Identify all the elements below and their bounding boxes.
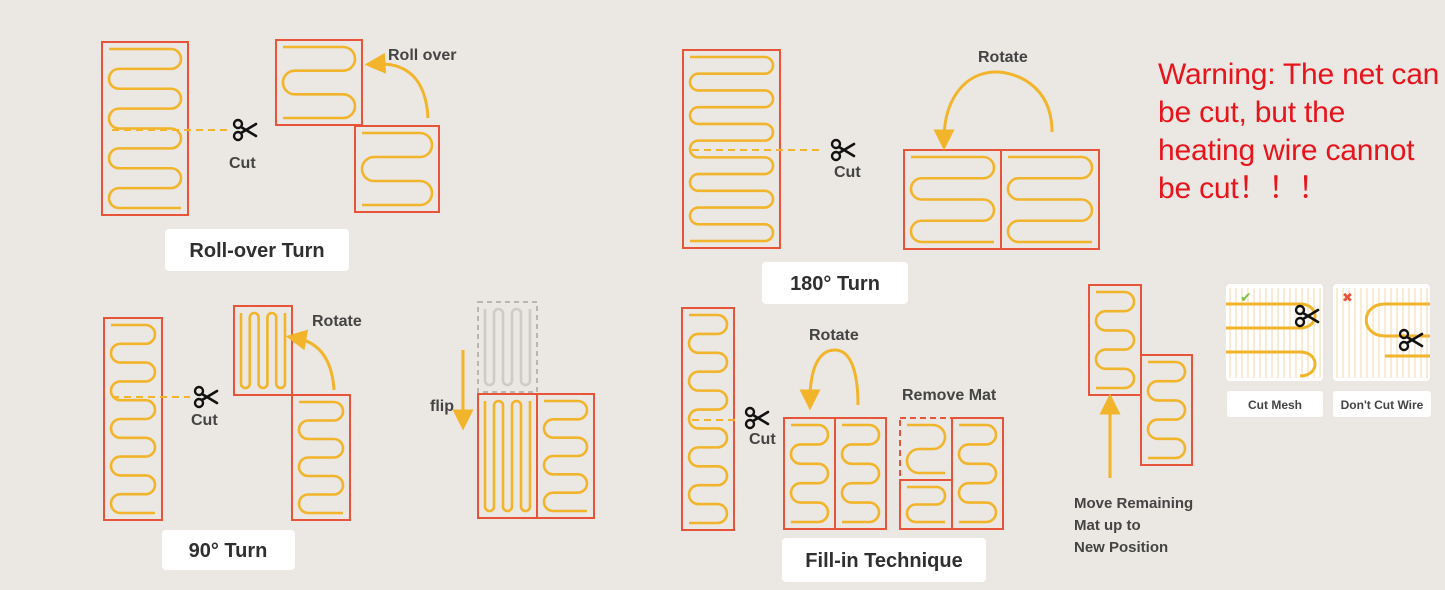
heating-mat <box>477 393 538 519</box>
rotate-label: Rotate <box>978 49 1028 66</box>
cut-label: Cut <box>229 155 256 172</box>
remove-mat-label: Remove Mat <box>902 387 997 404</box>
move-text-line1: Move Remaining <box>1074 495 1193 512</box>
dont-cut-wire-badge: Don't Cut Wire <box>1333 391 1431 417</box>
heating-mat <box>951 417 1004 530</box>
heating-mat <box>834 417 887 530</box>
svg-text:90° Turn: 90° Turn <box>189 540 268 562</box>
arrow-icon <box>285 329 336 391</box>
heating-mat <box>103 317 163 521</box>
heating-wire <box>297 400 345 515</box>
scissors-icon <box>744 406 770 430</box>
move-text-line2: Mat up to <box>1074 517 1141 534</box>
heating-wire <box>109 323 157 515</box>
cut-label: Cut <box>834 164 861 181</box>
svg-text:Fill-in Technique: Fill-in Technique <box>805 550 962 572</box>
heating-wire <box>1146 360 1187 460</box>
heating-mat <box>477 301 538 393</box>
heating-wire <box>909 155 996 244</box>
heating-mat <box>783 417 836 530</box>
heating-mat <box>899 479 953 530</box>
arrow-icon <box>933 70 1054 151</box>
heating-wire <box>1094 290 1136 390</box>
heating-mat <box>233 305 293 396</box>
svg-text:Cut Mesh: Cut Mesh <box>1248 398 1302 412</box>
heating-wire <box>957 423 998 524</box>
move-text-line3: New Position <box>1074 539 1168 556</box>
arrow-icon <box>364 52 430 119</box>
heating-wire <box>688 55 775 243</box>
svg-text:Don't Cut Wire: Don't Cut Wire <box>1341 398 1424 412</box>
heating-mat <box>536 393 595 519</box>
dont-cut-wire-example: ✖ <box>1333 284 1430 381</box>
svg-text:Roll-over Turn: Roll-over Turn <box>189 240 324 262</box>
roll-over-turn-badge: Roll-over Turn <box>165 229 349 271</box>
turn-180-badge: 180° Turn <box>762 262 908 304</box>
heating-wire <box>1006 155 1094 244</box>
heating-mat <box>1000 149 1100 250</box>
cut-mesh-example: ✔ <box>1226 284 1323 381</box>
heating-mat <box>899 417 953 481</box>
fill-in-technique-badge: Fill-in Technique <box>782 538 986 582</box>
heating-wire <box>905 485 947 524</box>
scissors-icon <box>193 385 219 409</box>
cut-label: Cut <box>749 431 776 448</box>
flip-label: flip <box>430 398 454 415</box>
cut-mesh-badge: Cut Mesh <box>1227 391 1323 417</box>
scissors-icon <box>232 118 258 142</box>
heating-mats <box>101 39 1193 531</box>
heating-wire <box>239 311 287 390</box>
turn-90-badge: 90° Turn <box>162 530 295 570</box>
rotate-label: Rotate <box>312 313 362 330</box>
check-icon: ✔ <box>1240 290 1252 306</box>
heating-mat <box>101 41 189 216</box>
warning-text: Warning: The net can be cut, but the hea… <box>1158 58 1440 205</box>
heating-wire <box>483 307 532 387</box>
roll-over-label: Roll over <box>388 47 456 64</box>
heating-mat <box>291 394 351 521</box>
cut-label: Cut <box>191 412 218 429</box>
heating-wire <box>905 423 947 475</box>
heating-mat <box>1140 354 1193 466</box>
heating-wire <box>687 313 729 525</box>
heating-mat <box>1088 284 1142 396</box>
svg-text:180° Turn: 180° Turn <box>790 273 880 295</box>
cross-icon: ✖ <box>1342 291 1353 306</box>
arrow-icon <box>799 348 860 411</box>
heating-mat <box>903 149 1002 250</box>
heating-mat <box>275 39 363 126</box>
heating-wire <box>483 399 532 513</box>
heating-wire <box>360 131 434 207</box>
heating-wire <box>542 399 589 513</box>
heating-wire <box>107 47 183 210</box>
heating-wire <box>281 45 357 120</box>
heating-mat <box>354 125 440 213</box>
rotate-label: Rotate <box>809 327 859 344</box>
heating-wire <box>840 423 881 524</box>
heating-wire <box>789 423 830 524</box>
scissors-icon <box>830 138 856 162</box>
